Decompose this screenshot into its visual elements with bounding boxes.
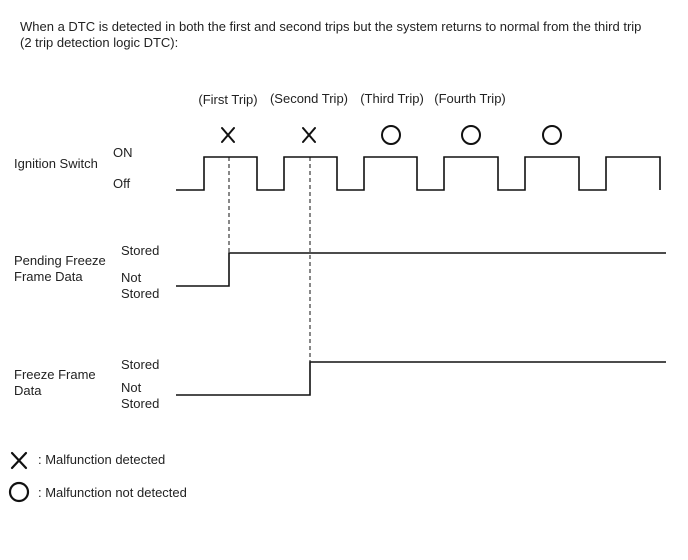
- ignition-switch-label: Ignition Switch: [14, 156, 98, 171]
- ignition-waveform: [176, 156, 661, 191]
- freeze-not-label-2: Stored: [121, 396, 160, 411]
- freeze-frame-waveform: [176, 361, 666, 396]
- legend-x-icon: [10, 451, 28, 470]
- circle-icon: [461, 125, 481, 145]
- pending-freeze-label-1: Pending Freeze: [14, 253, 106, 268]
- freeze-frame-label-1: Freeze Frame: [14, 367, 96, 382]
- trip-label-first: (First Trip): [198, 92, 258, 107]
- trip-label-second: (Second Trip): [269, 91, 349, 106]
- title-line-1: When a DTC is detected in both the first…: [20, 19, 642, 34]
- circle-icon: [542, 125, 562, 145]
- circle-icon: [381, 125, 401, 145]
- pending-stored-label: Stored: [121, 243, 160, 258]
- freeze-stored-label: Stored: [121, 357, 160, 372]
- x-icon: [221, 127, 235, 143]
- legend-x-text: : Malfunction detected: [38, 452, 166, 467]
- pending-not-label-1: Not: [121, 270, 142, 285]
- freeze-frame-label-2: Data: [14, 383, 42, 398]
- title-line-2: (2 trip detection logic DTC):: [20, 35, 179, 50]
- trip-label-third: (Third Trip): [360, 91, 424, 106]
- freeze-not-label-1: Not: [121, 380, 142, 395]
- legend-o-text: : Malfunction not detected: [38, 485, 187, 500]
- pending-freeze-waveform: [176, 252, 666, 287]
- pending-freeze-label-2: Frame Data: [14, 269, 83, 284]
- x-icon: [302, 127, 316, 143]
- ignition-off-label: Off: [113, 176, 131, 191]
- pending-not-label-2: Stored: [121, 286, 160, 301]
- legend-circle-icon: [8, 481, 30, 503]
- trip-label-fourth: (Fourth Trip): [434, 91, 506, 106]
- ignition-on-label: ON: [113, 145, 133, 160]
